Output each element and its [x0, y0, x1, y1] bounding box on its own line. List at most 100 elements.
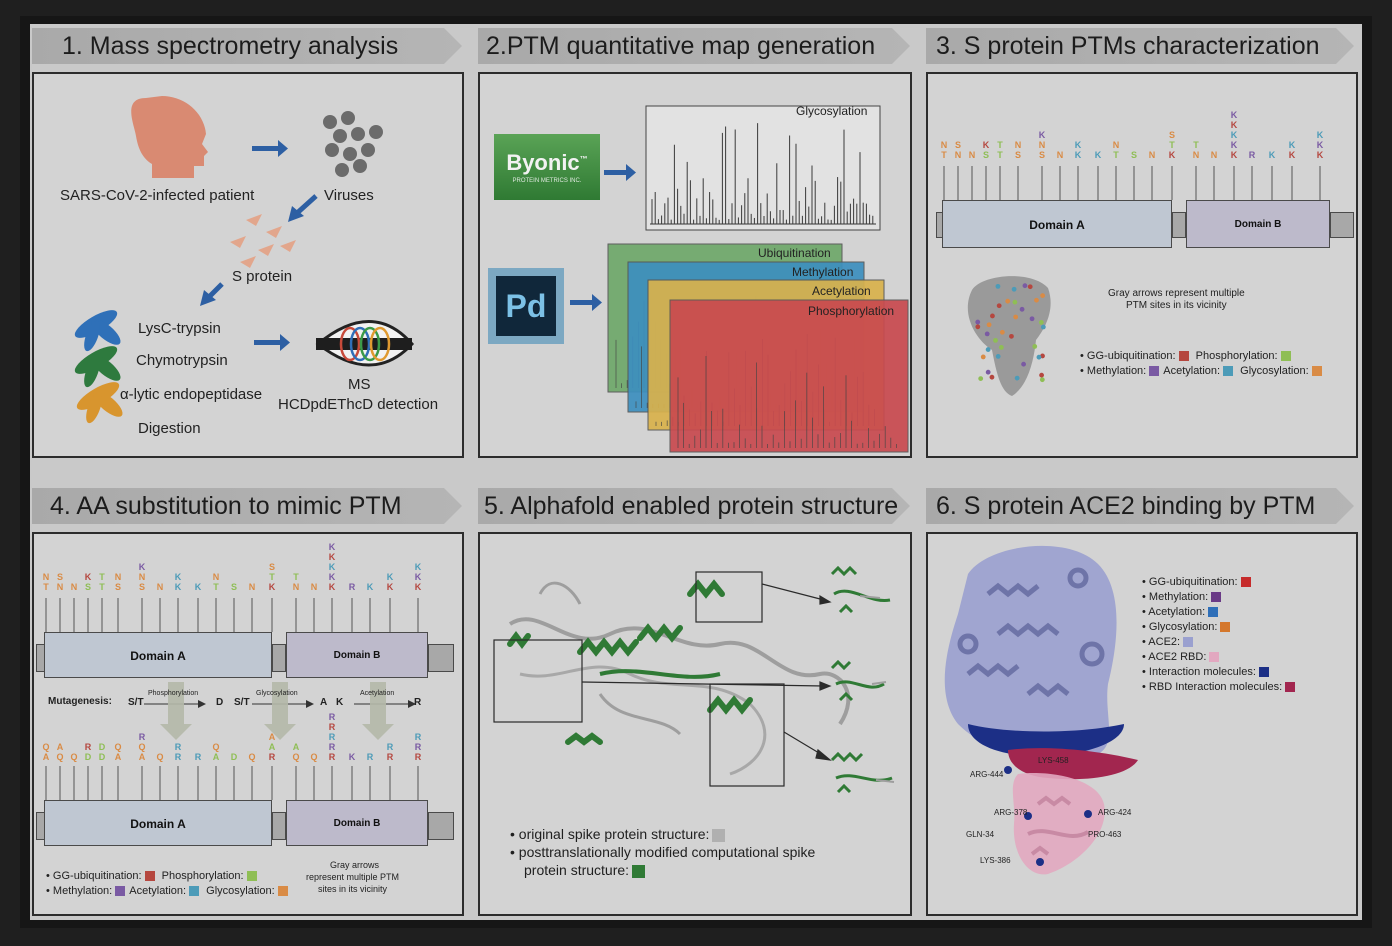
legend-acetylation-label: Acetylation:	[129, 885, 187, 897]
p4-note-line-1: Gray arrows	[330, 860, 380, 870]
byonic-name: Byonic	[506, 150, 580, 175]
mut-phospho-label: Phosphorylation	[148, 690, 199, 697]
p6-legend-swatch	[1258, 667, 1269, 678]
svg-text:T: T	[997, 150, 1003, 160]
panel-1-graphics	[74, 96, 415, 424]
mut-st-2: S/T	[234, 697, 250, 708]
svg-text:D: D	[99, 742, 106, 752]
svg-text:K: K	[1169, 150, 1176, 160]
svg-text:R: R	[269, 752, 276, 762]
arrow-icon	[200, 282, 224, 306]
legend-original-structure-label: original spike protein structure:	[518, 826, 710, 842]
arrow-icon	[252, 140, 288, 157]
legend-phosphorylation-label: Phosphorylation:	[1195, 350, 1278, 362]
digestion-label: Digestion	[138, 420, 201, 437]
enzyme-1-label: LysC-trypsin	[138, 320, 221, 337]
legend-original-structure-swatch	[712, 828, 726, 842]
legend-modified-structure-swatch	[632, 864, 646, 878]
p6-legend-item: • ACE2:	[1142, 636, 1299, 648]
svg-text:K: K	[329, 582, 336, 592]
panel-4-title: 4. AA substitution to mimic PTM	[32, 488, 462, 524]
svg-text:Q: Q	[212, 742, 219, 752]
svg-text:N: N	[1039, 140, 1046, 150]
svg-text:N: N	[213, 572, 220, 582]
p3-legend-row-2: • Methylation:Acetylation: Glycosylation…	[1080, 365, 1326, 377]
svg-text:K: K	[1075, 150, 1082, 160]
panel-2-graphics	[570, 105, 909, 453]
p6-legend-swatch	[1209, 652, 1220, 663]
domain-b: Domain B	[1186, 200, 1330, 248]
legend-ubiquitination-label: GG-ubiquitination:	[1086, 350, 1176, 362]
p6-legend-swatch	[1208, 607, 1219, 618]
svg-text:N: N	[115, 572, 122, 582]
svg-text:N: N	[71, 582, 78, 592]
linker	[272, 644, 286, 672]
p3-note-line-1: Gray arrows represent multiple	[1108, 288, 1245, 299]
mut-to-a: A	[320, 697, 328, 708]
svg-text:T: T	[269, 572, 275, 582]
p6-legend-swatch	[1240, 577, 1251, 588]
mut-to-r: R	[414, 697, 422, 708]
svg-text:S: S	[955, 140, 961, 150]
terminal-cap-right	[428, 644, 454, 672]
svg-text:Q: Q	[248, 752, 255, 762]
byonic-tm: ™	[579, 154, 588, 164]
residue-label: ARG-378	[994, 808, 1028, 817]
p6-legend-item: • Glycosylation:	[1142, 621, 1299, 633]
legend-methylation-label: Methylation:	[1086, 365, 1147, 377]
svg-text:N: N	[1193, 150, 1200, 160]
domain-a-top: Domain A	[44, 632, 272, 678]
spike-protein-surface-image	[967, 276, 1051, 396]
terminal-cap-right	[428, 812, 454, 840]
legend-glycosylation-swatch	[277, 886, 288, 897]
legend-modified-structure-label-2: protein structure:	[524, 862, 630, 878]
svg-text:T: T	[99, 572, 105, 582]
svg-text:K: K	[1289, 140, 1296, 150]
svg-text:R: R	[367, 752, 374, 762]
p6-legend-label: • Acetylation:	[1142, 606, 1206, 618]
byonic-logo: Byonic™ PROTEIN METRICS INC.	[494, 134, 600, 200]
svg-text:K: K	[1075, 140, 1082, 150]
svg-text:Q: Q	[70, 752, 77, 762]
residue-label: GLN-34	[966, 830, 995, 839]
svg-text:R: R	[329, 712, 336, 722]
glyco-spectrum-peaks	[650, 123, 876, 225]
svg-text:N: N	[969, 150, 976, 160]
svg-text:N: N	[1113, 140, 1120, 150]
svg-text:T: T	[997, 140, 1003, 150]
svg-text:K: K	[415, 572, 422, 582]
svg-text:R: R	[329, 742, 336, 752]
svg-text:T: T	[1113, 150, 1119, 160]
residue-label: ARG-424	[1098, 808, 1132, 817]
ace2-binding-structure-image	[944, 545, 1138, 875]
legend-glycosylation-swatch	[1311, 366, 1322, 377]
svg-text:A: A	[139, 752, 146, 762]
layer-ubiquitination-label: Ubiquitination	[758, 246, 831, 260]
svg-text:A: A	[269, 732, 276, 742]
ms-label: MS	[348, 376, 371, 393]
svg-text:K: K	[139, 562, 146, 572]
arrow-icon	[254, 334, 290, 351]
panel-2: Byonic™ PROTEIN METRICS INC. Pd Glycosyl…	[478, 72, 912, 458]
p4-note-line-2: represent multiple PTM	[306, 872, 400, 882]
patient-label: SARS-CoV-2-infected patient	[60, 187, 255, 204]
svg-text:K: K	[1269, 150, 1276, 160]
domain-a: Domain A	[942, 200, 1172, 248]
svg-text:N: N	[311, 582, 318, 592]
svg-text:D: D	[85, 752, 92, 762]
legend-modified-structure-label-1: posttranslationally modified computation…	[518, 844, 816, 860]
legend-glycosylation-label: Glycosylation:	[1240, 365, 1309, 377]
panel-3-title: 3. S protein PTMs characterization	[926, 28, 1354, 64]
svg-text:N: N	[43, 572, 50, 582]
legend-acetylation-swatch	[189, 886, 200, 897]
svg-text:R: R	[85, 742, 92, 752]
svg-text:S: S	[85, 582, 91, 592]
pd-name: Pd	[496, 276, 556, 336]
p6-legend-label: • ACE2:	[1142, 636, 1181, 648]
s-protein-label: S protein	[232, 268, 293, 285]
svg-text:T: T	[43, 582, 49, 592]
svg-text:N: N	[57, 582, 64, 592]
svg-text:K: K	[1095, 150, 1102, 160]
